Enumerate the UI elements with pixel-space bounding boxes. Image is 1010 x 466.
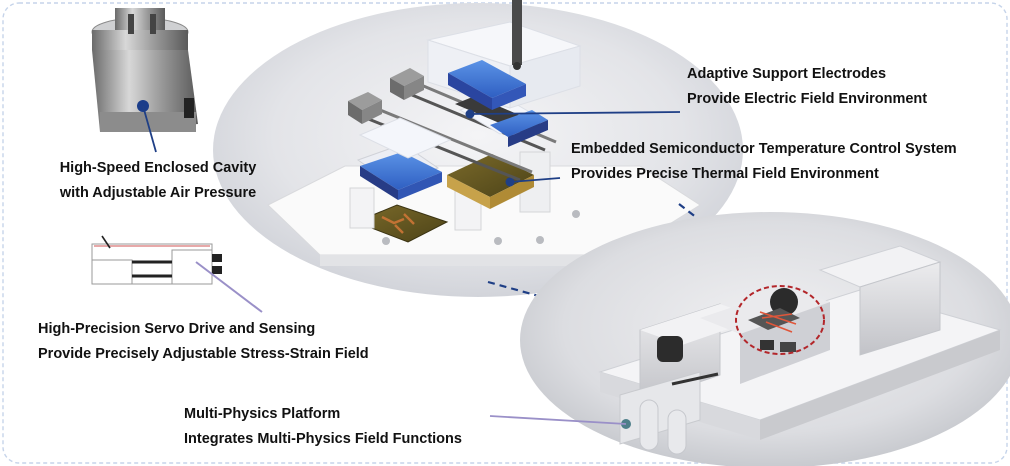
cavity-description: with Adjustable Air Pressure [59,185,257,201]
platform-callout: Multi-Physics Platform Integrates Multi-… [184,402,462,452]
platform-leader-line [489,415,627,425]
thermal-title: Embedded Semiconductor Temperature Contr… [571,141,957,157]
servo-callout: High-Precision Servo Drive and Sensing P… [38,317,369,367]
electrodes-description: Provide Electric Field Environment [687,91,928,107]
platform-description: Integrates Multi-Physics Field Functions [184,431,462,447]
servo-title: High-Precision Servo Drive and Sensing [38,321,316,337]
servo-drive-sketch [91,235,222,285]
assembled-device [598,245,1002,455]
servo-description: Provide Precisely Adjustable Stress-Stra… [38,346,369,362]
thermal-callout: Embedded Semiconductor Temperature Contr… [571,137,957,187]
enclosed-cavity-photo [91,8,198,132]
thermal-description: Provides Precise Thermal Field Environme… [571,166,879,182]
cavity-leader-line [142,105,157,153]
platform-title: Multi-Physics Platform [184,406,341,422]
electrodes-callout: Adaptive Support Electrodes Provide Elec… [687,62,927,112]
cavity-callout: High-Speed Enclosed Cavity with Adjustab… [40,156,276,206]
zoom-focus-circle [735,285,825,355]
exploded-assembly [267,0,701,266]
servo-leader-line [195,261,263,313]
electrodes-title: Adaptive Support Electrodes [687,66,887,82]
thermal-leader-line [509,177,561,183]
electrode-leader-line [469,111,681,115]
cavity-title: High-Speed Enclosed Cavity [59,160,257,176]
